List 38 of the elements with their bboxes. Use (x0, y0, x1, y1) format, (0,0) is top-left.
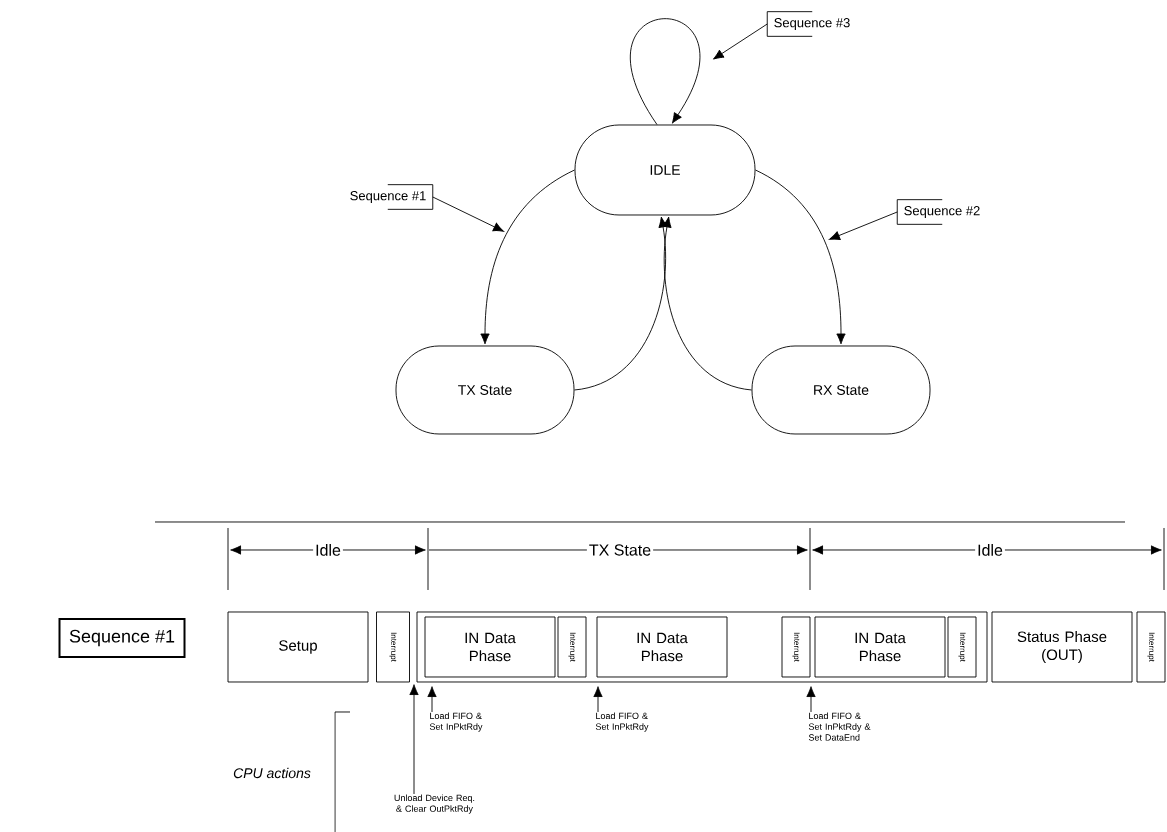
action-note: Load FIFO & Set InPktRdy (429, 712, 483, 732)
phase-box: Setup (227, 611, 369, 683)
leader-arrow (432, 196, 504, 232)
axis-label: CPU actions (231, 766, 313, 780)
interrupt-box: Interrupt (781, 616, 811, 678)
action-note: Load FIFO & Set InPktRdy (595, 712, 649, 732)
interrupt-box: Interrupt (376, 611, 410, 683)
arrow (409, 684, 419, 795)
state-box: TX State (395, 345, 575, 435)
arrow (480, 169, 575, 345)
callout-label: Sequence #2 (896, 199, 980, 225)
state-box: IDLE (574, 124, 756, 216)
sequence-box: Sequence #1 (58, 618, 186, 658)
leader-arrow (829, 211, 898, 240)
dimension-label: TX State (586, 543, 654, 557)
phase-box: IN Data Phase (596, 616, 728, 678)
leader-arrow (593, 686, 603, 713)
phase-box: IN Data Phase (424, 616, 556, 678)
arrow (574, 216, 668, 391)
dimension-label: Idle (975, 543, 1005, 557)
dimension-label: Idle (313, 543, 343, 557)
callout-label: Sequence #3 (766, 11, 850, 37)
leader-arrow (712, 23, 768, 60)
interrupt-box: Interrupt (947, 616, 977, 678)
arrow (755, 169, 846, 345)
phase-box: Status Phase (OUT) (991, 611, 1133, 683)
interrupt-box: Interrupt (1136, 611, 1166, 683)
interrupt-box: Interrupt (557, 616, 587, 678)
arrow (662, 216, 752, 391)
action-note: Unload Device Req. & Clear OutPktRdy (394, 794, 475, 814)
container-box (416, 611, 988, 683)
callout-label: Sequence #1 (350, 184, 434, 210)
leader-arrow (427, 686, 437, 713)
leader-arrow (806, 686, 816, 713)
action-note: Load FIFO & Set InPktRdy & Set DataEnd (808, 712, 871, 741)
arrow (630, 18, 701, 125)
state-box: RX State (751, 345, 931, 435)
phase-box: IN Data Phase (814, 616, 946, 678)
